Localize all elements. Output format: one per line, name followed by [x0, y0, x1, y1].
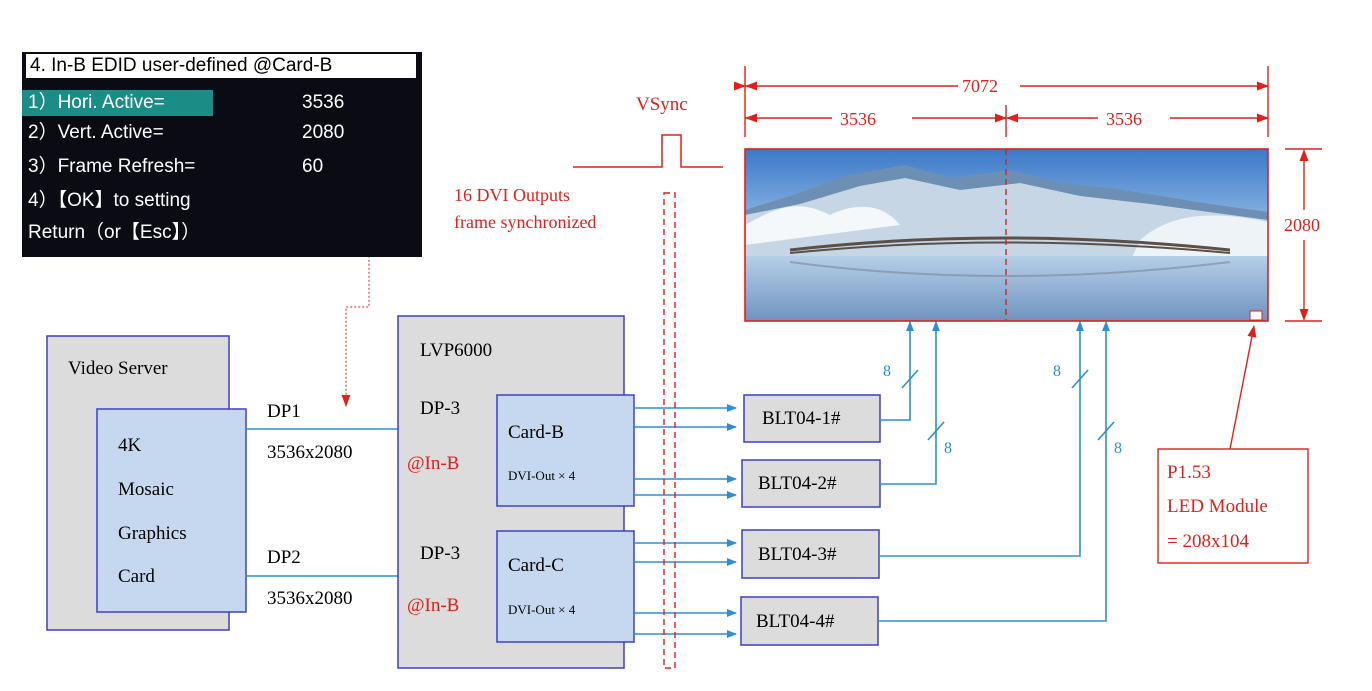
osd-item-ok-setting[interactable]: 4）【OK】to setting — [28, 188, 191, 214]
graphics-card-box — [96, 408, 247, 613]
dp2-label: DP2 — [267, 547, 301, 568]
led-module-title: LED Module — [1167, 496, 1268, 517]
led-wall-image — [744, 148, 1269, 322]
card-c-label: Card-C — [508, 555, 564, 576]
bus-width-label-3: 8 — [1053, 363, 1061, 380]
card-c-box — [496, 530, 635, 643]
sync-note-line-2: frame synchronized — [454, 212, 596, 232]
led-module-pointer — [1229, 325, 1257, 450]
osd-item-label: 3）Frame Refresh= — [28, 156, 196, 177]
receiver-label-1: BLT04-1# — [762, 408, 841, 429]
graphics-card-line-3: Graphics — [118, 523, 187, 544]
dp1-label: DP1 — [267, 401, 301, 422]
receiver-screen-links — [878, 321, 1115, 622]
osd-item-label: 2）Vert. Active= — [28, 122, 164, 143]
vsync-label: VSync — [636, 94, 688, 115]
osd-item-label: 4）【OK】to setting — [28, 190, 191, 211]
receiver-box-2 — [741, 459, 881, 508]
bus-width-label-1: 8 — [883, 363, 891, 380]
osd-menu: 4. In-B EDID user-defined @Card-B 1）Hori… — [22, 52, 422, 257]
link-receiver-3 — [879, 321, 1084, 557]
dimension-arrowhead — [1299, 309, 1309, 321]
card-b-output-label: DVI-Out × 4 — [508, 468, 576, 483]
dvi-output-arrows — [634, 404, 737, 638]
receiver-label-3: BLT04-3# — [758, 544, 837, 565]
receiver-label-4: BLT04-4# — [756, 611, 835, 632]
receiver-box-4 — [740, 596, 879, 646]
lvp6000-label: LVP6000 — [420, 340, 492, 361]
osd-item-hori-active[interactable]: 1）Hori. Active= — [28, 90, 165, 116]
dp2-resolution: 3536x2080 — [267, 588, 353, 609]
graphics-card-line-2: Mosaic — [118, 479, 174, 500]
osd-item-label: 1）Hori. Active= — [28, 92, 165, 113]
osd-item-frame-refresh[interactable]: 3）Frame Refresh= — [28, 154, 195, 180]
receiver-box-1 — [743, 394, 881, 443]
osd-selection-highlight — [22, 90, 213, 116]
osd-menu-title: 4. In-B EDID user-defined @Card-B — [26, 54, 416, 78]
card-b-box — [496, 394, 635, 507]
bus-slash — [901, 369, 919, 389]
frame-sync-bus — [663, 192, 676, 669]
receiver-label-2: BLT04-2# — [758, 473, 837, 494]
dimension-arrowhead — [1299, 149, 1309, 161]
vsync-pulse — [573, 134, 723, 168]
sync-note-line-1: 16 DVI Outputs — [454, 185, 570, 205]
dimension-arrowhead — [745, 81, 757, 91]
osd-item-value: 2080 — [302, 122, 345, 143]
bus-width-label-2: 8 — [944, 440, 952, 457]
bus-slash — [1071, 369, 1089, 389]
dimension-lines — [734, 66, 1322, 322]
led-module-marker — [1249, 310, 1263, 321]
receiver-box-3 — [741, 529, 880, 579]
led-module-callout — [1157, 448, 1309, 564]
osd-item-value: 60 — [302, 156, 324, 177]
left-half-width-label: 3536 — [840, 109, 876, 129]
led-module-size: = 208x104 — [1167, 531, 1249, 552]
osd-item-vert-active[interactable]: 2）Vert. Active= — [28, 120, 164, 146]
graphics-card-line-1: 4K — [118, 435, 142, 456]
led-module-pitch: P1.53 — [1167, 462, 1211, 483]
total-width-label: 7072 — [962, 76, 998, 96]
osd-item-value: 3536 — [302, 92, 345, 113]
screen-height-label: 2080 — [1284, 215, 1320, 235]
osd-item-return[interactable]: Return（or【Esc】） — [28, 220, 200, 246]
card-c-input-label: @In-B — [407, 595, 459, 616]
card-c-port-label: DP-3 — [420, 543, 460, 564]
bus-slash — [1097, 421, 1115, 441]
dp1-resolution: 3536x2080 — [267, 442, 353, 463]
card-c-output-label: DVI-Out × 4 — [508, 602, 576, 617]
link-receiver-2 — [880, 321, 940, 485]
dimension-arrowhead — [745, 113, 757, 123]
bus-width-label-4: 8 — [1114, 440, 1122, 457]
card-b-label: Card-B — [508, 422, 564, 443]
graphics-card-line-4: Card — [118, 566, 155, 587]
video-server-label: Video Server — [68, 358, 168, 379]
osd-item-label: Return（or【Esc】） — [28, 222, 201, 243]
dimension-arrowhead — [1006, 113, 1018, 123]
link-receiver-4 — [878, 321, 1110, 622]
bus-slash — [927, 421, 945, 441]
link-receiver-1 — [880, 321, 914, 421]
card-b-input-label: @In-B — [407, 453, 459, 474]
right-half-width-label: 3536 — [1106, 109, 1142, 129]
card-b-port-label: DP-3 — [420, 398, 460, 419]
